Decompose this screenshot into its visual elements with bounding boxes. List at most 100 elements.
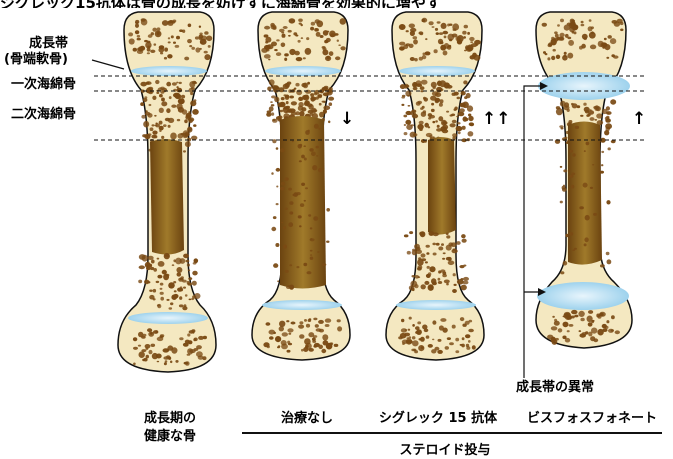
trabecula-speck [169, 307, 173, 309]
trabecula-speck [439, 103, 443, 107]
trabecula-speck [145, 42, 151, 49]
trabecula-speck [146, 355, 149, 359]
trabecula-speck [270, 101, 273, 103]
trabecula-speck [187, 348, 193, 354]
trabecula-speck [419, 338, 422, 340]
trabecula-speck [305, 90, 311, 94]
trabecula-speck [141, 336, 146, 339]
trabecula-speck [565, 338, 570, 343]
trabecula-speck [436, 128, 442, 132]
trabecula-speck [143, 121, 149, 128]
trabecula-speck [580, 318, 584, 322]
trabecula-speck [282, 332, 288, 336]
trabecula-speck [175, 360, 178, 363]
trabecula-speck [179, 29, 183, 32]
trabecula-speck [166, 299, 169, 301]
trabecula-speck [468, 329, 474, 333]
trabecula-speck [438, 246, 443, 250]
trabecula-speck [567, 37, 571, 40]
trabecula-speck [563, 185, 565, 187]
trabecula-speck [465, 334, 470, 338]
trabecula-speck [164, 57, 167, 60]
bone-siglec15 [386, 12, 484, 360]
trabecula-speck [585, 331, 588, 334]
trabecula-speck [418, 257, 421, 260]
trabecula-speck [277, 346, 280, 348]
trabecula-speck [184, 304, 187, 307]
trabecula-speck [316, 28, 319, 31]
trabecula-speck [144, 280, 149, 285]
trabecula-speck [429, 135, 433, 138]
trabecula-speck [186, 113, 192, 118]
trabecula-speck [564, 25, 570, 31]
trabecula-speck [313, 216, 318, 221]
trabecula-speck [281, 340, 287, 346]
trabecula-speck [580, 115, 583, 117]
trabecula-speck [463, 281, 469, 285]
trabecula-speck [584, 107, 590, 113]
marrow-cavity [568, 122, 602, 265]
trabecula-speck [173, 281, 176, 283]
trabecula-speck [426, 335, 430, 338]
trabecula-speck [163, 348, 170, 352]
trabecula-speck [298, 97, 303, 101]
trabecula-speck [303, 145, 306, 147]
trabecula-speck [404, 234, 409, 237]
trabecula-speck [432, 26, 435, 28]
trabecula-speck [425, 261, 428, 263]
trabecula-speck [435, 120, 438, 122]
growth-plate-bottom [262, 300, 342, 310]
trabecula-speck [280, 148, 285, 152]
trabecula-speck [303, 263, 307, 266]
bone-untreated [252, 12, 350, 360]
trabecula-speck [337, 319, 341, 322]
trabecula-speck [133, 347, 138, 350]
trabecula-speck [168, 125, 171, 128]
trabecula-speck [560, 201, 563, 204]
trabecula-speck [611, 315, 615, 319]
trabecula-speck [555, 338, 559, 341]
trabecula-speck [429, 266, 435, 272]
trabecula-speck [569, 175, 573, 178]
trabecula-speck [194, 99, 197, 102]
trabecula-speck [157, 337, 164, 341]
trabecula-speck [469, 37, 474, 41]
trabecula-speck [414, 244, 420, 250]
trabecula-speck [288, 188, 292, 191]
trabecula-speck [286, 111, 289, 113]
trabecula-speck [293, 192, 298, 197]
trabecula-speck [279, 29, 285, 32]
trabecula-speck [571, 103, 574, 105]
trabecula-speck [271, 95, 276, 98]
trabecula-speck [287, 328, 293, 332]
trabecula-speck [334, 344, 339, 347]
trabecula-speck [272, 119, 275, 121]
trabecula-speck [173, 42, 176, 44]
trabecula-speck [325, 324, 330, 327]
trabecula-speck [438, 281, 442, 284]
trabecula-speck [424, 281, 429, 285]
trabecula-speck [308, 130, 310, 132]
trabecula-speck [276, 186, 278, 188]
trabecula-speck [152, 96, 156, 100]
trabecula-speck [417, 101, 422, 104]
trabecula-speck [301, 183, 305, 186]
trabecula-speck [153, 268, 157, 272]
trabecula-speck [169, 286, 172, 288]
trabecula-speck [318, 128, 321, 130]
trabecula-speck [324, 40, 328, 43]
trabecula-speck [170, 302, 173, 305]
trabecula-speck [443, 51, 448, 56]
trabecula-speck [187, 263, 190, 266]
trabecula-speck [181, 95, 185, 99]
trabecula-speck [192, 271, 197, 276]
trabecula-speck [574, 248, 577, 250]
trabecula-speck [569, 324, 574, 327]
trabecula-speck [325, 56, 331, 61]
growth-plate-bottom [396, 300, 476, 310]
trabecula-speck [456, 116, 459, 118]
trabecula-speck [157, 258, 160, 260]
trabecula-speck [462, 324, 466, 327]
trabecula-speck [421, 284, 426, 289]
trabecula-speck [178, 98, 185, 104]
